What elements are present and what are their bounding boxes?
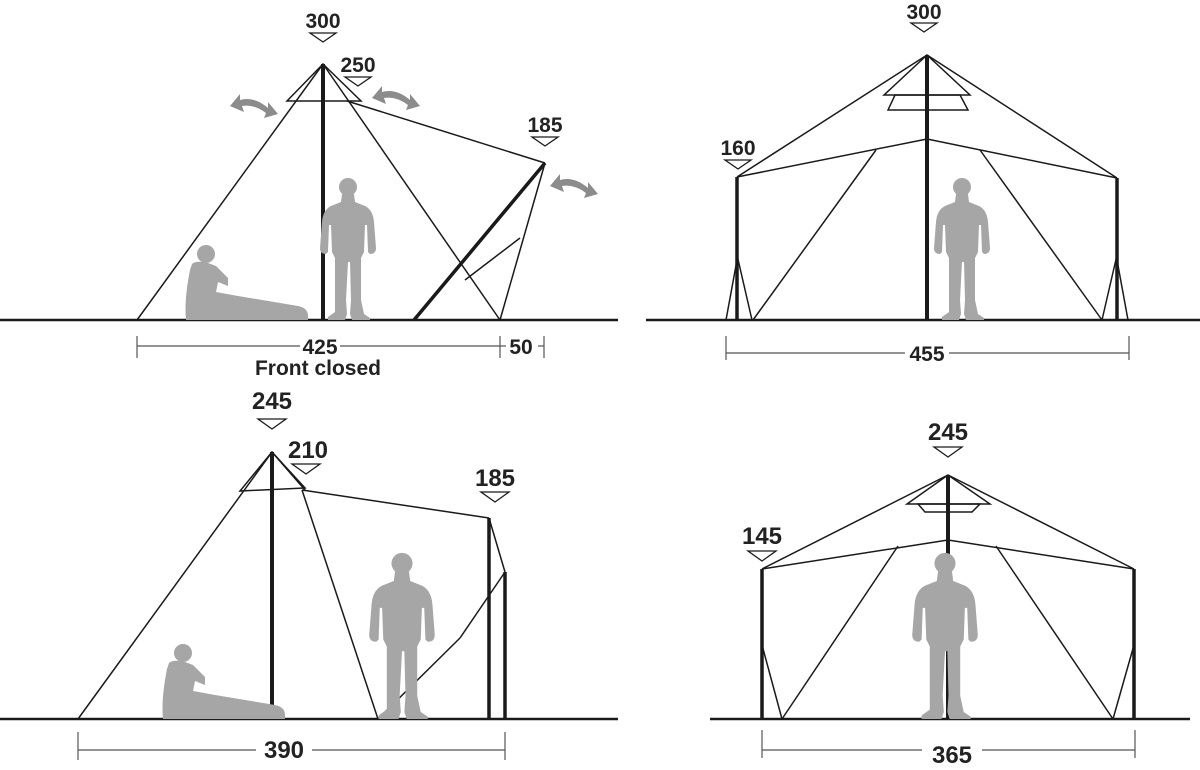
height-label: 250 xyxy=(340,54,375,77)
height-marker-triangle xyxy=(931,446,965,458)
height-label: 185 xyxy=(527,114,562,137)
dimension-width xyxy=(761,730,1136,758)
dimension-width xyxy=(136,336,545,358)
tent-outline xyxy=(725,53,1129,321)
height-marker-vent: 250 xyxy=(340,54,376,87)
dimension-width xyxy=(77,732,506,760)
height-marker-triangle xyxy=(289,463,323,475)
height-marker-side: 160 xyxy=(720,137,756,170)
height-marker-peak: 245 xyxy=(928,419,968,458)
sleeping-person-figure xyxy=(162,644,285,719)
front-pole xyxy=(412,161,547,322)
height-marker-front: 185 xyxy=(475,465,515,503)
standing-person-figure xyxy=(912,552,978,719)
extension-label: 50 xyxy=(509,336,532,359)
tent-outline xyxy=(77,450,506,720)
height-marker-triangle xyxy=(342,76,374,87)
height-label: 300 xyxy=(305,10,340,33)
height-label: 185 xyxy=(475,465,515,492)
height-label: 160 xyxy=(720,137,755,160)
tent-outline xyxy=(136,62,546,321)
height-marker-side: 145 xyxy=(742,523,782,562)
height-label: 300 xyxy=(906,1,941,24)
panel-bottom-right: 245 145 365 xyxy=(710,419,1190,769)
panel-bottom-left: 245 210 185 390 xyxy=(0,388,618,764)
height-label: 245 xyxy=(252,388,292,415)
door-arrow-icon xyxy=(550,174,598,198)
height-marker-peak: 300 xyxy=(906,1,942,33)
height-label: 245 xyxy=(928,419,968,446)
standing-person-figure xyxy=(369,552,435,719)
standing-person-figure xyxy=(320,178,376,320)
sleeping-person-figure xyxy=(185,245,308,320)
height-marker-triangle xyxy=(307,32,339,43)
standing-person-figure xyxy=(934,178,990,320)
height-marker-triangle xyxy=(745,550,779,562)
height-marker-vent: 210 xyxy=(288,437,328,475)
width-label: 365 xyxy=(932,742,972,769)
height-marker-front: 185 xyxy=(527,114,563,147)
panel-top-right: 300 160 455 xyxy=(646,1,1200,366)
panel-caption: Front closed xyxy=(255,357,381,380)
height-marker-triangle xyxy=(908,22,940,33)
height-marker-triangle xyxy=(722,159,754,170)
panel-top-left: 300 250 185 425 50 Front closed xyxy=(0,10,618,380)
height-marker-triangle xyxy=(478,491,512,503)
height-marker-peak: 300 xyxy=(305,10,341,43)
dimension-width xyxy=(725,336,1130,360)
width-label: 390 xyxy=(264,737,304,764)
height-marker-triangle xyxy=(529,136,561,147)
height-label: 145 xyxy=(742,523,782,550)
height-marker-peak: 245 xyxy=(252,388,292,430)
height-marker-triangle xyxy=(255,418,289,430)
width-label: 425 xyxy=(302,336,337,359)
vent-arrow-icon xyxy=(372,86,420,110)
width-label: 455 xyxy=(909,343,944,366)
height-label: 210 xyxy=(288,437,328,464)
vent-arrow-icon xyxy=(230,94,278,118)
